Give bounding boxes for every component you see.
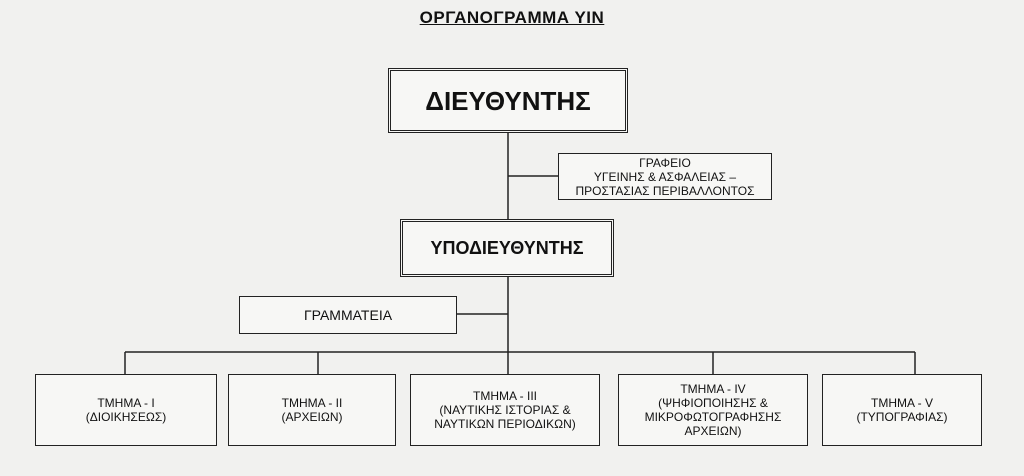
department-description: ΝΑΥΤΙΚΩΝ ΠΕΡΙΟΔΙΚΩΝ) [434, 417, 576, 431]
department-description: (ΝΑΥΤΙΚΗΣ ΙΣΤΟΡΙΑΣ & [439, 403, 571, 417]
department-description: ΜΙΚΡΟΦΩΤΟΓΡΑΦΗΣΗΣ [644, 410, 782, 424]
secretariat-box: ΓΡΑΜΜΑΤΕΙΑ [239, 296, 457, 334]
department-box-4: ΤΜΗΜΑ - IV (ΨΗΦΙΟΠΟΙΗΣΗΣ & ΜΙΚΡΟΦΩΤΟΓΡΑΦ… [618, 374, 808, 446]
department-description: (ΑΡΧΕΙΩΝ) [281, 410, 343, 424]
director-box: ΔΙΕΥΘΥΝΤΗΣ [388, 68, 628, 133]
director-label: ΔΙΕΥΘΥΝΤΗΣ [425, 85, 591, 116]
safety-office-line: ΓΡΑΦΕΙΟ [639, 155, 691, 170]
deputy-director-label: ΥΠΟΔΙΕΥΘΥΝΤΗΣ [430, 238, 584, 258]
department-description: ΑΡΧΕΙΩΝ) [684, 424, 742, 438]
department-box-1: ΤΜΗΜΑ - Ι (ΔΙΟΙΚΗΣΕΩΣ) [35, 374, 217, 446]
secretariat-label: ΓΡΑΜΜΑΤΕΙΑ [303, 307, 393, 323]
department-name: ΤΜΗΜΑ - IV [680, 382, 746, 396]
safety-office-box: ΓΡΑΦΕΙΟ ΥΓΕΙΝΗΣ & ΑΣΦΑΛΕΙΑΣ – ΠΡΟΣΤΑΣΙΑΣ… [558, 153, 772, 200]
department-box-2: ΤΜΗΜΑ - ΙΙ (ΑΡΧΕΙΩΝ) [228, 374, 396, 446]
department-name: ΤΜΗΜΑ - Ι [97, 396, 155, 410]
department-description: (ΤΥΠΟΓΡΑΦΙΑΣ) [856, 410, 948, 424]
department-name: ΤΜΗΜΑ - ΙΙΙ [473, 389, 537, 403]
department-name: ΤΜΗΜΑ - V [871, 396, 933, 410]
department-box-5: ΤΜΗΜΑ - V (ΤΥΠΟΓΡΑΦΙΑΣ) [822, 374, 982, 446]
deputy-director-box: ΥΠΟΔΙΕΥΘΥΝΤΗΣ [400, 219, 614, 277]
department-box-3: ΤΜΗΜΑ - ΙΙΙ (ΝΑΥΤΙΚΗΣ ΙΣΤΟΡΙΑΣ & ΝΑΥΤΙΚΩ… [410, 374, 600, 446]
safety-office-line: ΠΡΟΣΤΑΣΙΑΣ ΠΕΡΙΒΑΛΛΟΝΤΟΣ [575, 183, 755, 198]
department-name: ΤΜΗΜΑ - ΙΙ [281, 396, 343, 410]
chart-title: ΟΡΓΑΝΟΓΡΑΜΜΑ ΥΙΝ [419, 8, 605, 27]
department-description: (ΨΗΦΙΟΠΟΙΗΣΗΣ & [658, 396, 768, 410]
department-description: (ΔΙΟΙΚΗΣΕΩΣ) [85, 410, 167, 424]
safety-office-line: ΥΓΕΙΝΗΣ & ΑΣΦΑΛΕΙΑΣ – [593, 169, 737, 184]
